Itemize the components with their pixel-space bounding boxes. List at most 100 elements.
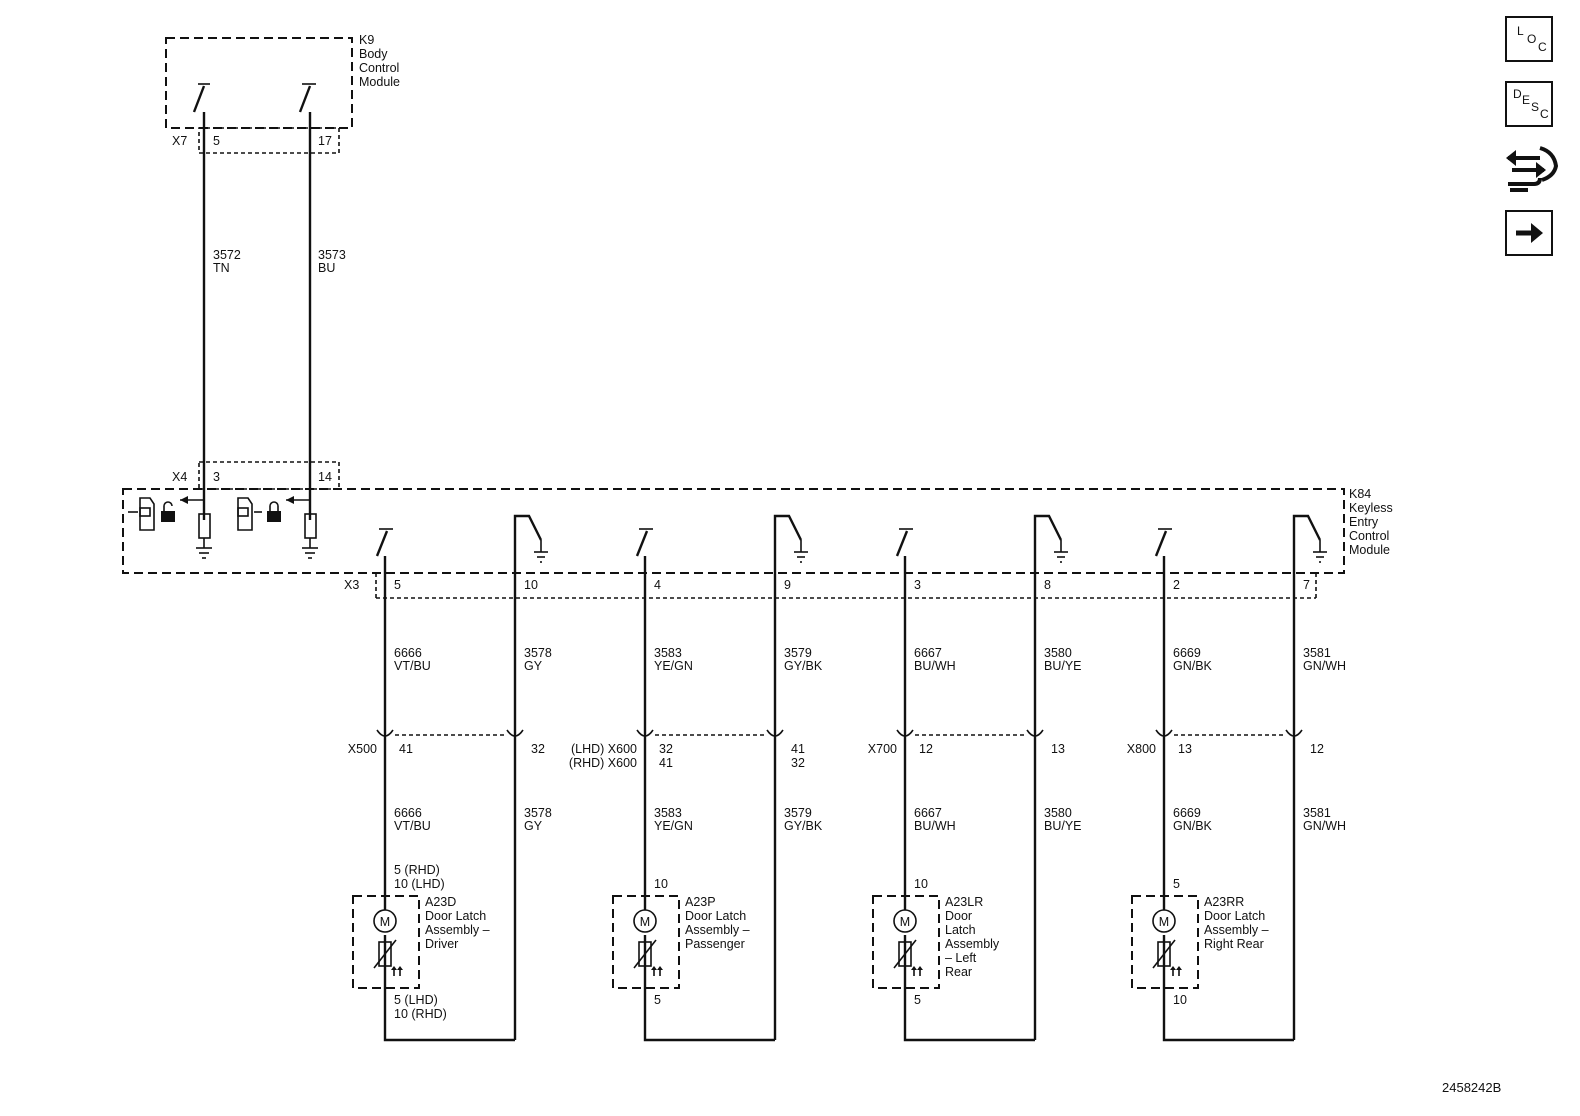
loc-letter: C xyxy=(1538,40,1547,54)
k9-name-line: Control xyxy=(359,61,399,75)
latch-name-line: Driver xyxy=(425,937,458,951)
k9-connector: X7 xyxy=(172,134,187,148)
latch-ref: A23P xyxy=(685,895,716,909)
inline-pin: 41 xyxy=(791,742,805,756)
loc-letter: O xyxy=(1527,32,1537,46)
k84-input-pin: 14 xyxy=(318,470,332,484)
k84-name-line: Keyless xyxy=(1349,501,1393,515)
latch-name-line: Assembly – xyxy=(685,923,750,937)
k84-input-pin: 3 xyxy=(213,470,220,484)
motor-label: M xyxy=(380,915,390,929)
wire-circuit: 3573 xyxy=(318,248,346,262)
inline-pin: 41 xyxy=(399,742,413,756)
latch-name-line: Door xyxy=(945,909,972,923)
k84-output-connector: X3 xyxy=(344,578,359,592)
inline-pin: 12 xyxy=(1310,742,1324,756)
connector-end-view-icon[interactable] xyxy=(1504,142,1560,196)
wire-color: TN xyxy=(213,261,230,275)
k84-ref: K84 xyxy=(1349,487,1371,501)
door-lock-icon xyxy=(237,497,281,531)
wire-circuit: 3579 xyxy=(784,646,812,660)
latch-name-line: Assembly – xyxy=(1204,923,1269,937)
wire-color: BU/YE xyxy=(1044,659,1082,673)
door-latch-assembly[interactable]: M xyxy=(352,895,420,989)
latch-name-line: Assembly – xyxy=(425,923,490,937)
wire-color: YE/GN xyxy=(654,819,693,833)
desc-letter: D xyxy=(1513,87,1522,101)
k9-name-line: Body xyxy=(359,47,388,61)
motor-icon xyxy=(1152,909,1176,933)
wire-circuit: 3583 xyxy=(654,646,682,660)
wire-color: YE/GN xyxy=(654,659,693,673)
next-page-arrow-icon xyxy=(1516,223,1543,243)
desc-letter: S xyxy=(1531,100,1540,114)
k9-body-control-module[interactable]: K9 Body Control Module X7 5 17 xyxy=(165,33,400,154)
latch-name-line: Door Latch xyxy=(425,909,486,923)
wire-circuit: 3578 xyxy=(524,806,552,820)
inline-pin: 41 xyxy=(659,756,673,770)
k9-name-line: Module xyxy=(359,75,400,89)
latch-ref: A23RR xyxy=(1204,895,1244,909)
description-button[interactable]: D E S C xyxy=(1505,81,1553,127)
latch-pin: 5 xyxy=(654,993,661,1007)
door-latch-assembly[interactable]: M xyxy=(1131,895,1199,989)
latch-name-line: Assembly xyxy=(945,937,1000,951)
wire-circuit: 6669 xyxy=(1173,646,1201,660)
k84-name-line: Module xyxy=(1349,543,1390,557)
latch-name-line: Door Latch xyxy=(1204,909,1265,923)
wire-color: VT/BU xyxy=(394,819,431,833)
latch-name-line: Latch xyxy=(945,923,976,937)
latch-name-line: – Left xyxy=(945,951,977,965)
door-latch-assembly[interactable]: M xyxy=(612,895,680,989)
latch-name-line: Right Rear xyxy=(1204,937,1264,951)
latch-pin: 5 xyxy=(914,993,921,1007)
k9-ref: K9 xyxy=(359,33,374,47)
latch-pin: 5 xyxy=(1173,877,1180,891)
wire-color: GN/WH xyxy=(1303,659,1346,673)
latch-name-line: Passenger xyxy=(685,937,745,951)
desc-letter: E xyxy=(1522,93,1531,107)
latch-name-line: Rear xyxy=(945,965,972,979)
wire-color: GN/BK xyxy=(1173,659,1213,673)
k84-keyless-entry-control-module[interactable]: X4 3 14 K84 Keyless Entry Control Module… xyxy=(122,461,1393,599)
motor-icon xyxy=(633,909,657,933)
motor-label: M xyxy=(1159,915,1169,929)
wire-color: GY xyxy=(524,819,543,833)
diagram-id: 2458242B xyxy=(1442,1080,1502,1095)
wire-circuit: 3572 xyxy=(213,248,241,262)
x3-pin: 9 xyxy=(784,578,791,592)
wire-circuit: 3581 xyxy=(1303,806,1331,820)
wire-circuit: 6669 xyxy=(1173,806,1201,820)
latch-pin: 10 (RHD) xyxy=(394,1007,447,1021)
next-page-button[interactable] xyxy=(1505,210,1553,256)
wire-color: GY/BK xyxy=(784,659,823,673)
latch-name-line: Door Latch xyxy=(685,909,746,923)
inline-connector: X800 xyxy=(1127,742,1156,756)
inline-pin: 13 xyxy=(1178,742,1192,756)
latch-ref: A23D xyxy=(425,895,456,909)
input-resistor-ground xyxy=(286,496,318,559)
inline-pin: 13 xyxy=(1051,742,1065,756)
inline-connector: X700 xyxy=(868,742,897,756)
k84-input-connector: X4 xyxy=(172,470,187,484)
latch-pin: 5 (LHD) xyxy=(394,993,438,1007)
desc-letter: C xyxy=(1540,107,1549,121)
inline-connector: (RHD) X600 xyxy=(569,756,637,770)
upper-wires: 3572 TN 3573 BU xyxy=(202,112,346,520)
wire-color: BU xyxy=(318,261,335,275)
motor-label: M xyxy=(640,915,650,929)
latch-pin: 10 xyxy=(1173,993,1187,1007)
location-button[interactable]: L O C xyxy=(1505,16,1553,62)
latch-ref: A23LR xyxy=(945,895,983,909)
inline-pin: 32 xyxy=(531,742,545,756)
motor-icon xyxy=(373,909,397,933)
x3-pin: 2 xyxy=(1173,578,1180,592)
wire-circuit: 3580 xyxy=(1044,646,1072,660)
door-latch-assembly[interactable]: M xyxy=(872,895,940,989)
x3-pin: 8 xyxy=(1044,578,1051,592)
inline-pin: 32 xyxy=(791,756,805,770)
